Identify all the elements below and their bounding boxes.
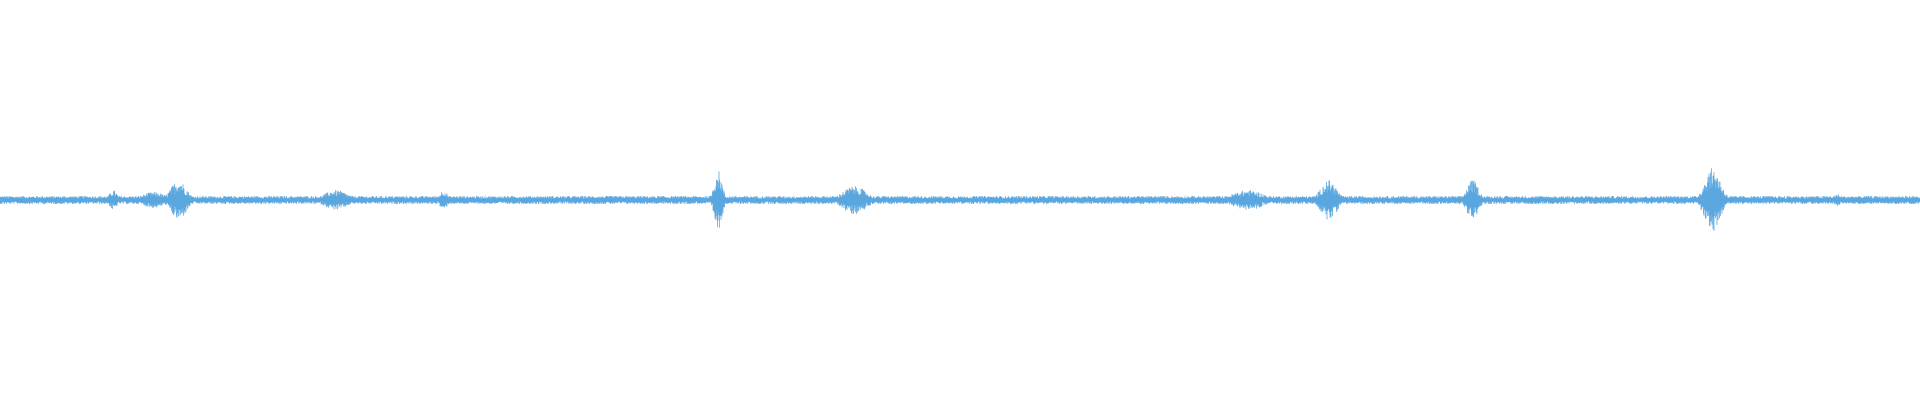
waveform-trace (0, 168, 1920, 231)
